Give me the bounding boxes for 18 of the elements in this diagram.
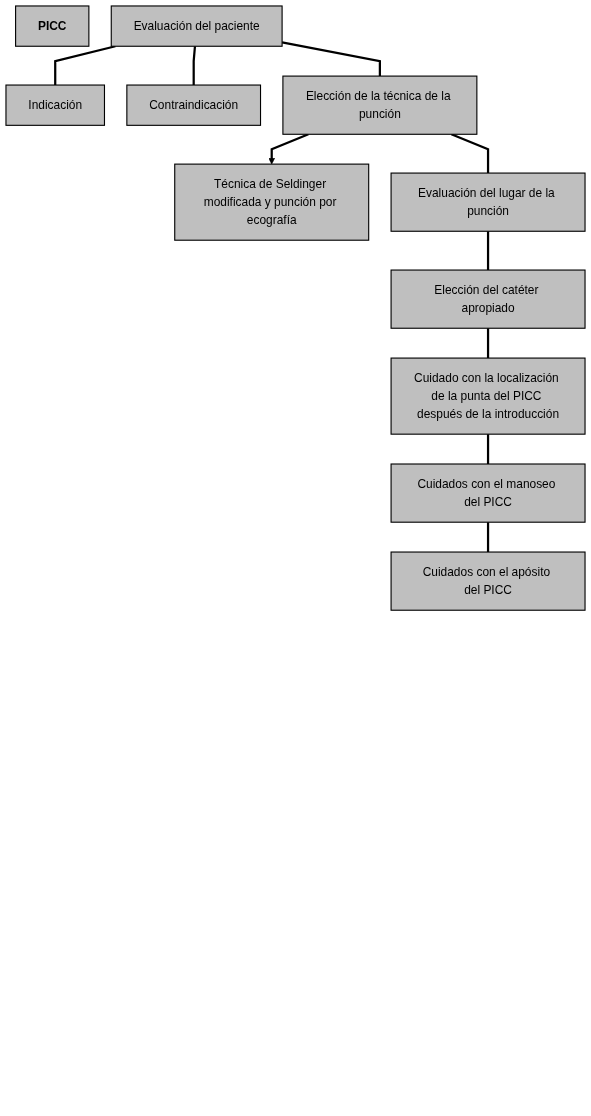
connector bbox=[486, 328, 490, 359]
node-box: PICC bbox=[15, 5, 90, 47]
node-box: Técnica de Seldinger modificada y punción por ecografía bbox=[174, 163, 370, 241]
node-box: Evaluación del paciente bbox=[110, 5, 283, 47]
node-box: Indicación bbox=[5, 84, 106, 126]
connector bbox=[192, 46, 197, 86]
node-box: Evaluación del lugar de la punción bbox=[390, 172, 586, 232]
node-box: Cuidados con el apósito del PICC bbox=[390, 551, 586, 611]
node-box: Cuidados con el manoseo del PICC bbox=[390, 463, 586, 523]
connector bbox=[486, 522, 490, 553]
arrow bbox=[268, 133, 309, 165]
node-box: Cuidado con la localización de la punta del PICC después de la introducción bbox=[390, 357, 586, 435]
node-box: Contraindicación bbox=[126, 84, 262, 126]
connector bbox=[486, 434, 490, 464]
connector bbox=[54, 45, 116, 86]
connector bbox=[486, 231, 490, 271]
node-box: Elección de la técnica de la punción bbox=[282, 75, 478, 135]
node-box: Elección del catéter apropiado bbox=[390, 269, 586, 329]
